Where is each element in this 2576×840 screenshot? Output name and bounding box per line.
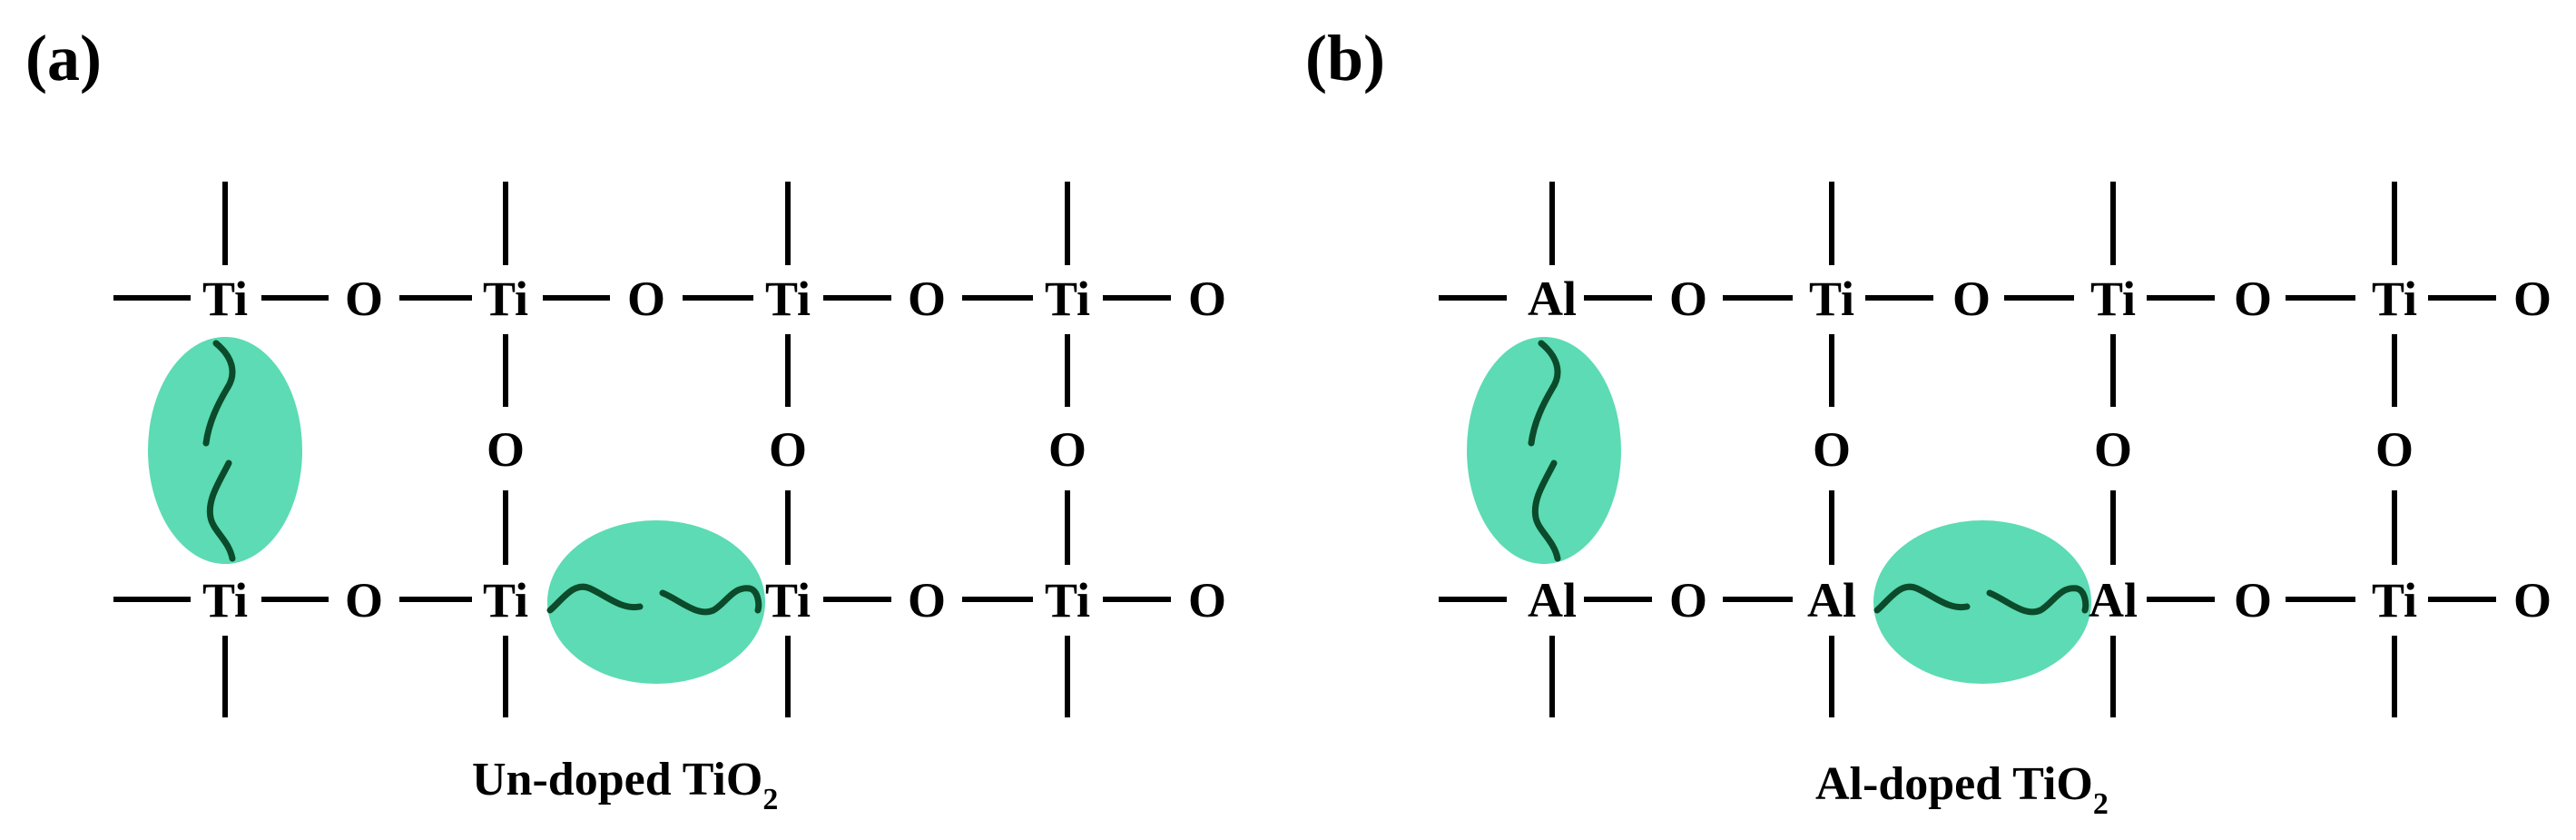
atom: Al xyxy=(1807,573,1856,628)
vacancy-ellipse-horizontal-b xyxy=(1873,520,2091,684)
atoms-middle-row-b: O O O xyxy=(1813,422,2414,477)
atoms-top-row-b: Al O Ti O Ti O Ti O xyxy=(1528,272,2551,326)
atoms-bottom-row-b: Al O Al Al O Ti O xyxy=(1528,573,2551,628)
panel-a-label: (a) xyxy=(25,22,102,94)
caption-b-main: Al-doped TiO xyxy=(1815,758,2093,810)
panel-a: (a) xyxy=(25,22,1226,816)
atoms-bottom-row-a: Ti O Ti Ti O Ti O xyxy=(202,573,1226,628)
caption-a-subscript: 2 xyxy=(762,783,778,816)
atom: Ti xyxy=(765,573,811,628)
atom: O xyxy=(1048,422,1086,477)
atom: O xyxy=(908,272,946,326)
vacancy-ellipse-vertical-b xyxy=(1467,337,1621,564)
atoms-top-row-a: Ti O Ti O Ti O Ti O xyxy=(202,272,1226,326)
atom: Ti xyxy=(765,272,811,326)
atom: Al xyxy=(2089,573,2138,628)
atoms-middle-row-a: O O O xyxy=(487,422,1086,477)
bonds-vertical-b xyxy=(1549,182,2397,717)
atom: Al xyxy=(1528,573,1577,628)
atom: O xyxy=(345,573,383,628)
atom: Ti xyxy=(483,573,528,628)
vacancy-ellipse-horizontal-a xyxy=(547,520,765,684)
panel-b-label: (b) xyxy=(1305,22,1385,94)
bonds-vertical-a xyxy=(222,182,1070,717)
atom: O xyxy=(2513,573,2551,628)
wavy-dangling-bond-icon-a xyxy=(202,340,762,616)
caption-b-subscript: 2 xyxy=(2093,787,2109,821)
atom: O xyxy=(2375,422,2414,477)
caption-a-main: Un-doped TiO xyxy=(472,754,762,805)
atom: O xyxy=(1188,573,1226,628)
wavy-dangling-bond-icon-b xyxy=(1528,340,2089,616)
atom: Ti xyxy=(1809,272,1854,326)
atom: O xyxy=(1952,272,1991,326)
atom: Ti xyxy=(2372,573,2417,628)
atom: Ti xyxy=(202,272,248,326)
vacancy-ellipse-vertical-a xyxy=(148,337,302,564)
atom: Ti xyxy=(2090,272,2136,326)
atom: Ti xyxy=(483,272,528,326)
atom: O xyxy=(2234,272,2272,326)
atom: Ti xyxy=(1045,573,1090,628)
atom: O xyxy=(2094,422,2132,477)
atom: O xyxy=(1188,272,1226,326)
atom: O xyxy=(908,573,946,628)
atom: Al xyxy=(1528,272,1577,326)
atom: Ti xyxy=(1045,272,1090,326)
atom: O xyxy=(2513,272,2551,326)
atom: O xyxy=(487,422,525,477)
atom: Ti xyxy=(2372,272,2417,326)
atom: O xyxy=(1669,573,1707,628)
atom: O xyxy=(1813,422,1851,477)
caption-b: Al-doped TiO2 xyxy=(1815,758,2109,821)
atom: Ti xyxy=(202,573,248,628)
atom: O xyxy=(2234,573,2272,628)
panel-b: (b) xyxy=(1305,22,2551,821)
atom: O xyxy=(345,272,383,326)
atom: O xyxy=(627,272,665,326)
atom: O xyxy=(769,422,807,477)
caption-a: Un-doped TiO2 xyxy=(472,754,778,816)
atom: O xyxy=(1669,272,1707,326)
